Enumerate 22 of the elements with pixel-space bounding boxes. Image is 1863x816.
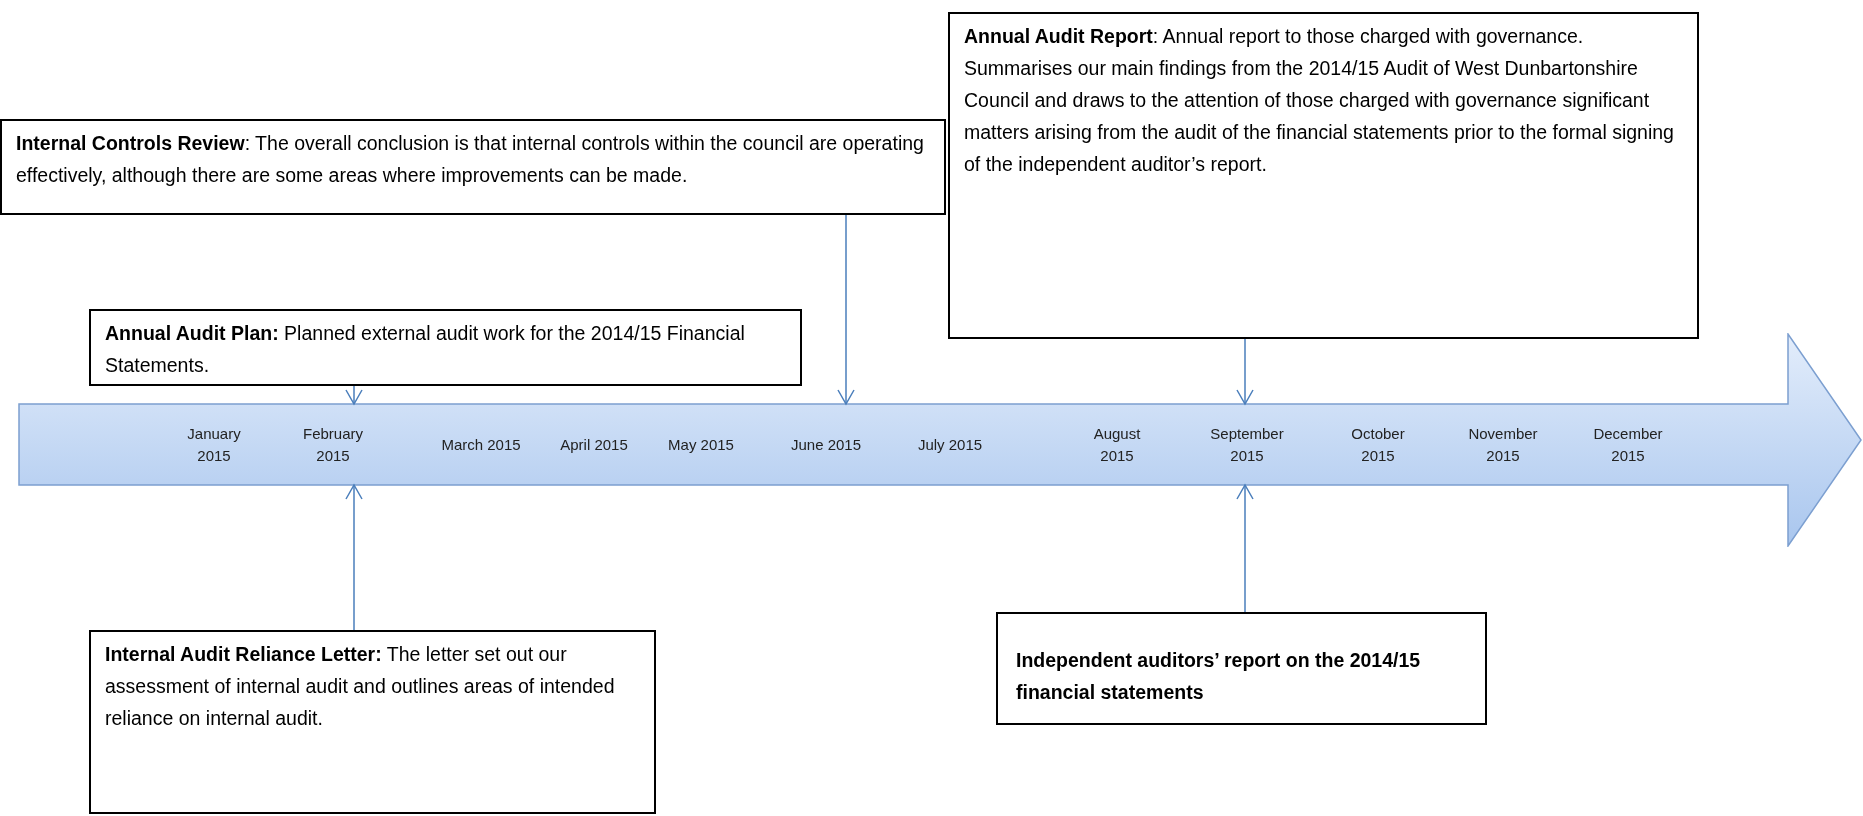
arrow	[1236, 338, 1254, 405]
arrow	[837, 214, 855, 405]
month-label: April 2015	[559, 434, 629, 455]
month-label: June 2015	[789, 434, 863, 455]
month-label: March 2015	[440, 434, 522, 455]
month-label: July 2015	[916, 434, 984, 455]
note-box: Internal Controls Review: The overall conclusion is that internal controls within the council are operating effectively, although there are some areas where improvements can be made.	[0, 119, 946, 215]
month-label: May 2015	[667, 434, 735, 455]
month-label: January 2015	[186, 423, 242, 466]
arrow	[1236, 484, 1254, 613]
month-label: November 2015	[1467, 423, 1539, 466]
note-box: Annual Audit Plan: Planned external audit work for the 2014/15 Financial Statements.	[89, 309, 802, 386]
month-label: September 2015	[1209, 423, 1285, 466]
month-label: August 2015	[1092, 423, 1142, 466]
arrow	[345, 385, 363, 405]
month-label: February 2015	[302, 423, 364, 466]
month-label: December 2015	[1592, 423, 1664, 466]
month-label: October 2015	[1350, 423, 1406, 466]
note-box: Annual Audit Report: Annual report to those charged with governance. Summarises our main findings from the 2014/15 Audit of West Dunbartonshire Council and draws to the attention of those charged with governance significant matters arising from the audit of the financial statements prior to the formal signing of the independent auditor’s report.	[948, 12, 1699, 339]
note-box: Independent auditors’ report on the 2014/15 financial statements	[996, 612, 1487, 725]
arrow	[345, 484, 363, 631]
note-box: Internal Audit Reliance Letter: The letter set out our assessment of internal audit and outlines areas of intended reliance on internal audit.	[89, 630, 656, 814]
